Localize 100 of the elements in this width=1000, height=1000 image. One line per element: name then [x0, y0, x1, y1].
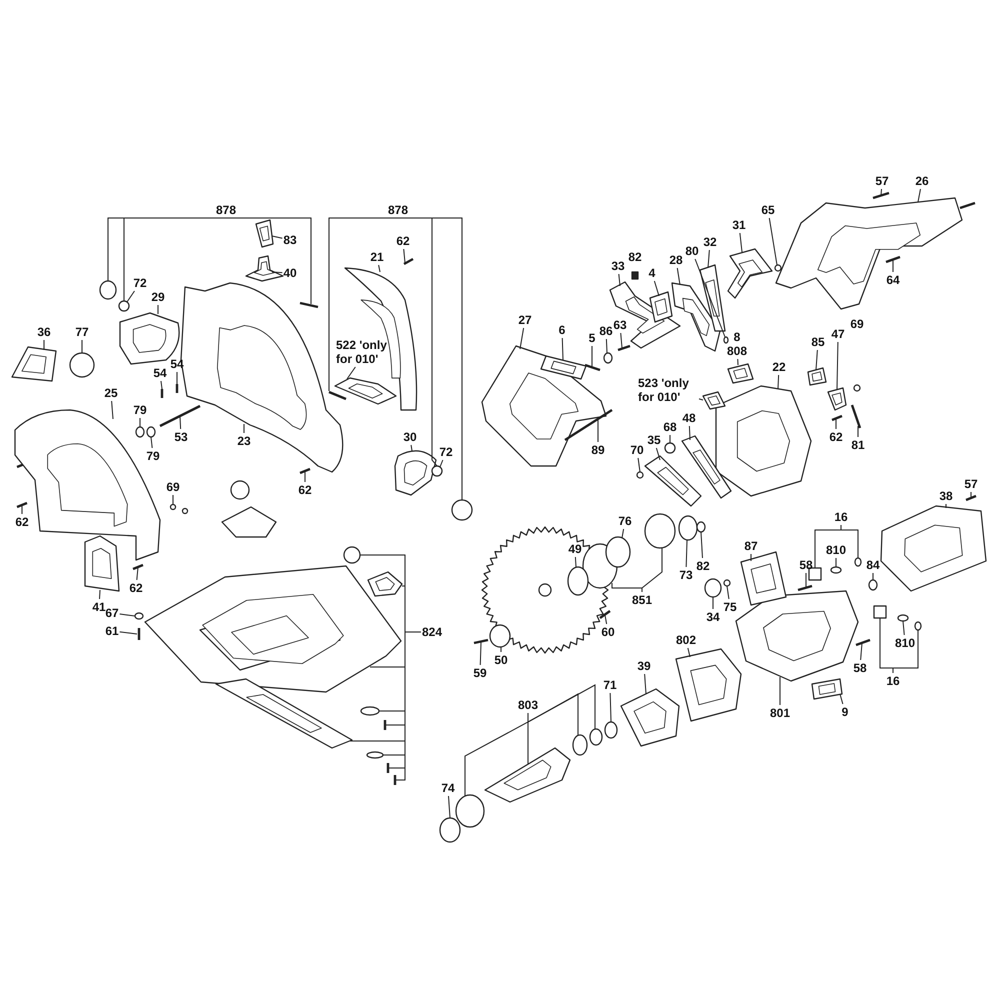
screw — [160, 389, 164, 398]
leader-line — [346, 366, 356, 380]
callout-number: 48 — [682, 411, 696, 425]
callout-number: 5 — [588, 331, 596, 345]
knob — [245, 255, 284, 282]
end-cap — [99, 280, 117, 300]
carbon-brush — [897, 614, 909, 622]
pin — [584, 364, 600, 372]
callout-number: 64 — [886, 273, 900, 287]
callout-number: 74 — [441, 781, 455, 795]
trigger — [699, 264, 726, 332]
leader-line — [902, 620, 905, 636]
leader-line — [620, 332, 622, 348]
callout-number: 54 — [153, 366, 167, 380]
callout-number: 81 — [851, 438, 865, 452]
leader-line — [180, 416, 182, 430]
dust-tube — [11, 346, 57, 382]
callout-number: 50 — [494, 653, 508, 667]
leader-line — [226, 218, 312, 304]
clip — [603, 352, 613, 364]
o-ring — [69, 352, 95, 378]
ring — [664, 442, 676, 454]
leader-line — [726, 586, 730, 600]
leader-line — [606, 338, 608, 354]
callout-number: 39 — [637, 659, 651, 673]
leader-line — [172, 494, 174, 504]
washer — [135, 426, 145, 438]
callout-number: 72 — [133, 276, 147, 290]
washer — [146, 426, 156, 438]
screw — [856, 638, 870, 646]
callout-number: 63 — [613, 318, 627, 332]
leader-line — [687, 648, 690, 658]
label-sheet — [334, 377, 397, 405]
gear — [644, 513, 676, 549]
leader-line — [610, 692, 612, 722]
callout-number: 62 — [829, 430, 843, 444]
leader-line — [836, 342, 838, 390]
callout-number: 73 — [679, 568, 693, 582]
callout-number: 801 — [770, 706, 790, 720]
ring — [636, 471, 644, 479]
callout-number: 41 — [92, 600, 106, 614]
pin — [300, 302, 318, 308]
callout-number: 53 — [174, 430, 188, 444]
bolt — [474, 638, 488, 644]
callout-number: 878 — [388, 203, 408, 217]
leader-line — [500, 646, 502, 652]
leader-line — [604, 614, 608, 624]
leader-line — [520, 328, 524, 350]
brush-holder — [873, 605, 887, 619]
leader-line — [328, 218, 398, 392]
leader-line — [119, 614, 136, 616]
callout-number: 59 — [473, 666, 487, 680]
callout-number: 35 — [647, 433, 661, 447]
leader-line — [816, 350, 818, 370]
callout-number: 8 — [732, 330, 742, 344]
callout-number: 21 — [370, 250, 384, 264]
callout-number: 80 — [685, 244, 699, 258]
leader-line — [622, 528, 624, 538]
callout-number: 60 — [601, 625, 615, 639]
fan-disc — [455, 794, 485, 828]
callout-number: 67 — [105, 606, 119, 620]
washer — [439, 817, 461, 843]
nut — [170, 504, 188, 514]
leader-line — [840, 524, 858, 558]
callout-number: 69 — [166, 480, 180, 494]
cord — [564, 408, 613, 442]
latch — [807, 367, 827, 386]
leader-line — [712, 596, 714, 610]
callout-number: 68 — [663, 420, 677, 434]
guard-part — [394, 450, 437, 496]
leader-line — [644, 674, 646, 694]
callout-number: 70 — [630, 443, 644, 457]
flange — [567, 566, 589, 596]
brush-plate — [740, 551, 787, 606]
callout-note: 522 'only for 010' — [336, 338, 396, 366]
callout-number: 89 — [591, 443, 605, 457]
leader-line — [176, 372, 178, 384]
screw — [872, 192, 890, 200]
carbon-brush — [830, 566, 842, 574]
callout-number: 36 — [37, 325, 51, 339]
callout-number: 40 — [283, 266, 297, 280]
callout-number: 23 — [237, 434, 251, 448]
leader-line — [840, 694, 844, 704]
callout-number: 72 — [439, 445, 453, 459]
spring — [696, 521, 706, 533]
screw — [798, 584, 812, 592]
leader-line — [394, 632, 422, 780]
callout-number: 808 — [726, 344, 748, 358]
leader-line — [440, 460, 444, 468]
clamp — [367, 571, 403, 597]
callout-number: 30 — [403, 430, 417, 444]
handle — [775, 197, 963, 310]
leader-line — [124, 218, 226, 302]
washer — [589, 728, 603, 746]
leader-line — [918, 188, 921, 202]
switch — [649, 291, 673, 323]
end-cap — [451, 499, 473, 521]
washer — [774, 264, 782, 272]
callout-number: 851 — [632, 593, 652, 607]
sleeve — [868, 579, 878, 591]
